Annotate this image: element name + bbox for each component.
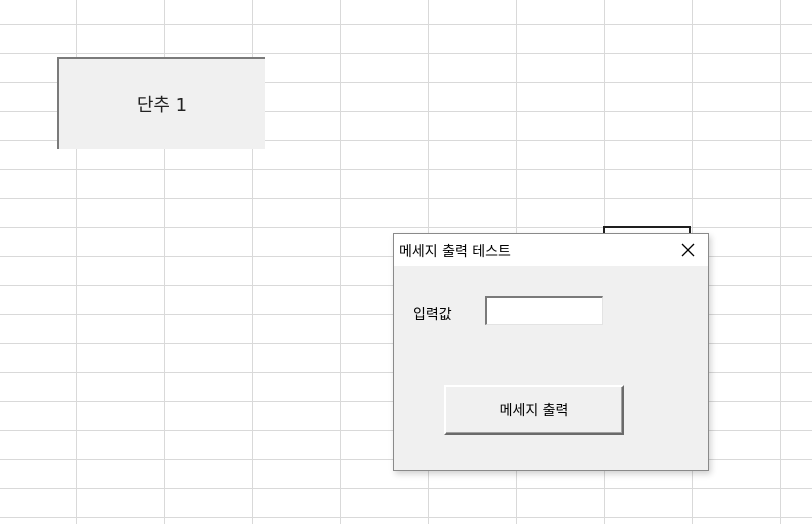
userform-dialog: 메세지 출력 테스트 입력값 메세지 출력 xyxy=(393,233,709,471)
input-field[interactable] xyxy=(485,296,603,325)
print-message-button[interactable]: 메세지 출력 xyxy=(444,385,624,435)
dialog-title: 메세지 출력 테스트 xyxy=(399,244,511,260)
close-icon[interactable] xyxy=(678,240,698,260)
sheet-form-button-label: 단추 1 xyxy=(136,95,188,116)
dialog-titlebar[interactable]: 메세지 출력 테스트 xyxy=(394,234,708,266)
print-message-button-label: 메세지 출력 xyxy=(499,403,569,419)
input-label: 입력값 xyxy=(413,307,452,323)
sheet-form-button[interactable]: 단추 1 xyxy=(57,57,265,149)
